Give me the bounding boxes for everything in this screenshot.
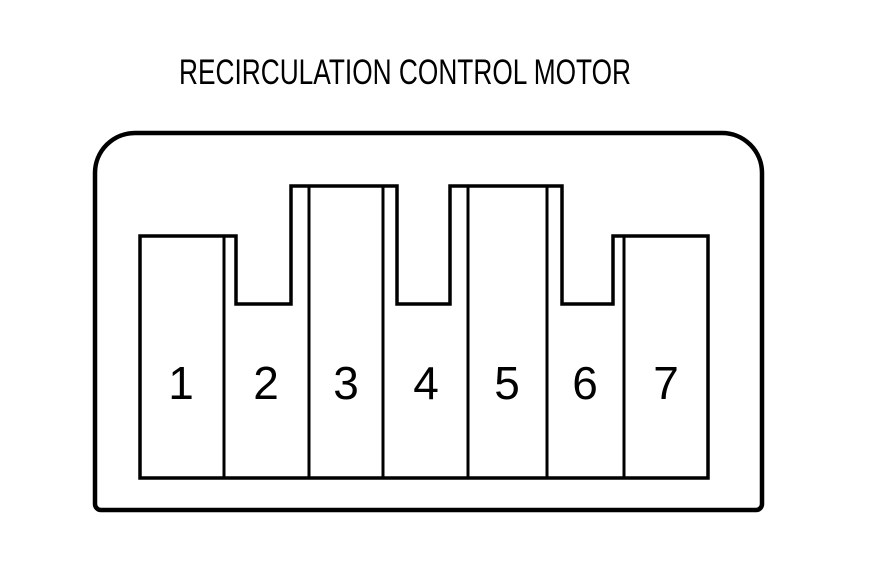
diagram-title: RECIRCULATION CONTROL MOTOR bbox=[179, 53, 631, 92]
pin-number-3: 3 bbox=[333, 357, 359, 409]
pin-number-2: 2 bbox=[253, 357, 279, 409]
connector-housing-outline bbox=[92, 130, 765, 513]
pin-number-6: 6 bbox=[572, 357, 598, 409]
pin-number-5: 5 bbox=[494, 357, 520, 409]
connector-cavity-contour bbox=[138, 184, 710, 480]
pin-number-7: 7 bbox=[653, 357, 679, 409]
pin-number-1: 1 bbox=[168, 357, 194, 409]
pin-number-4: 4 bbox=[413, 357, 439, 409]
